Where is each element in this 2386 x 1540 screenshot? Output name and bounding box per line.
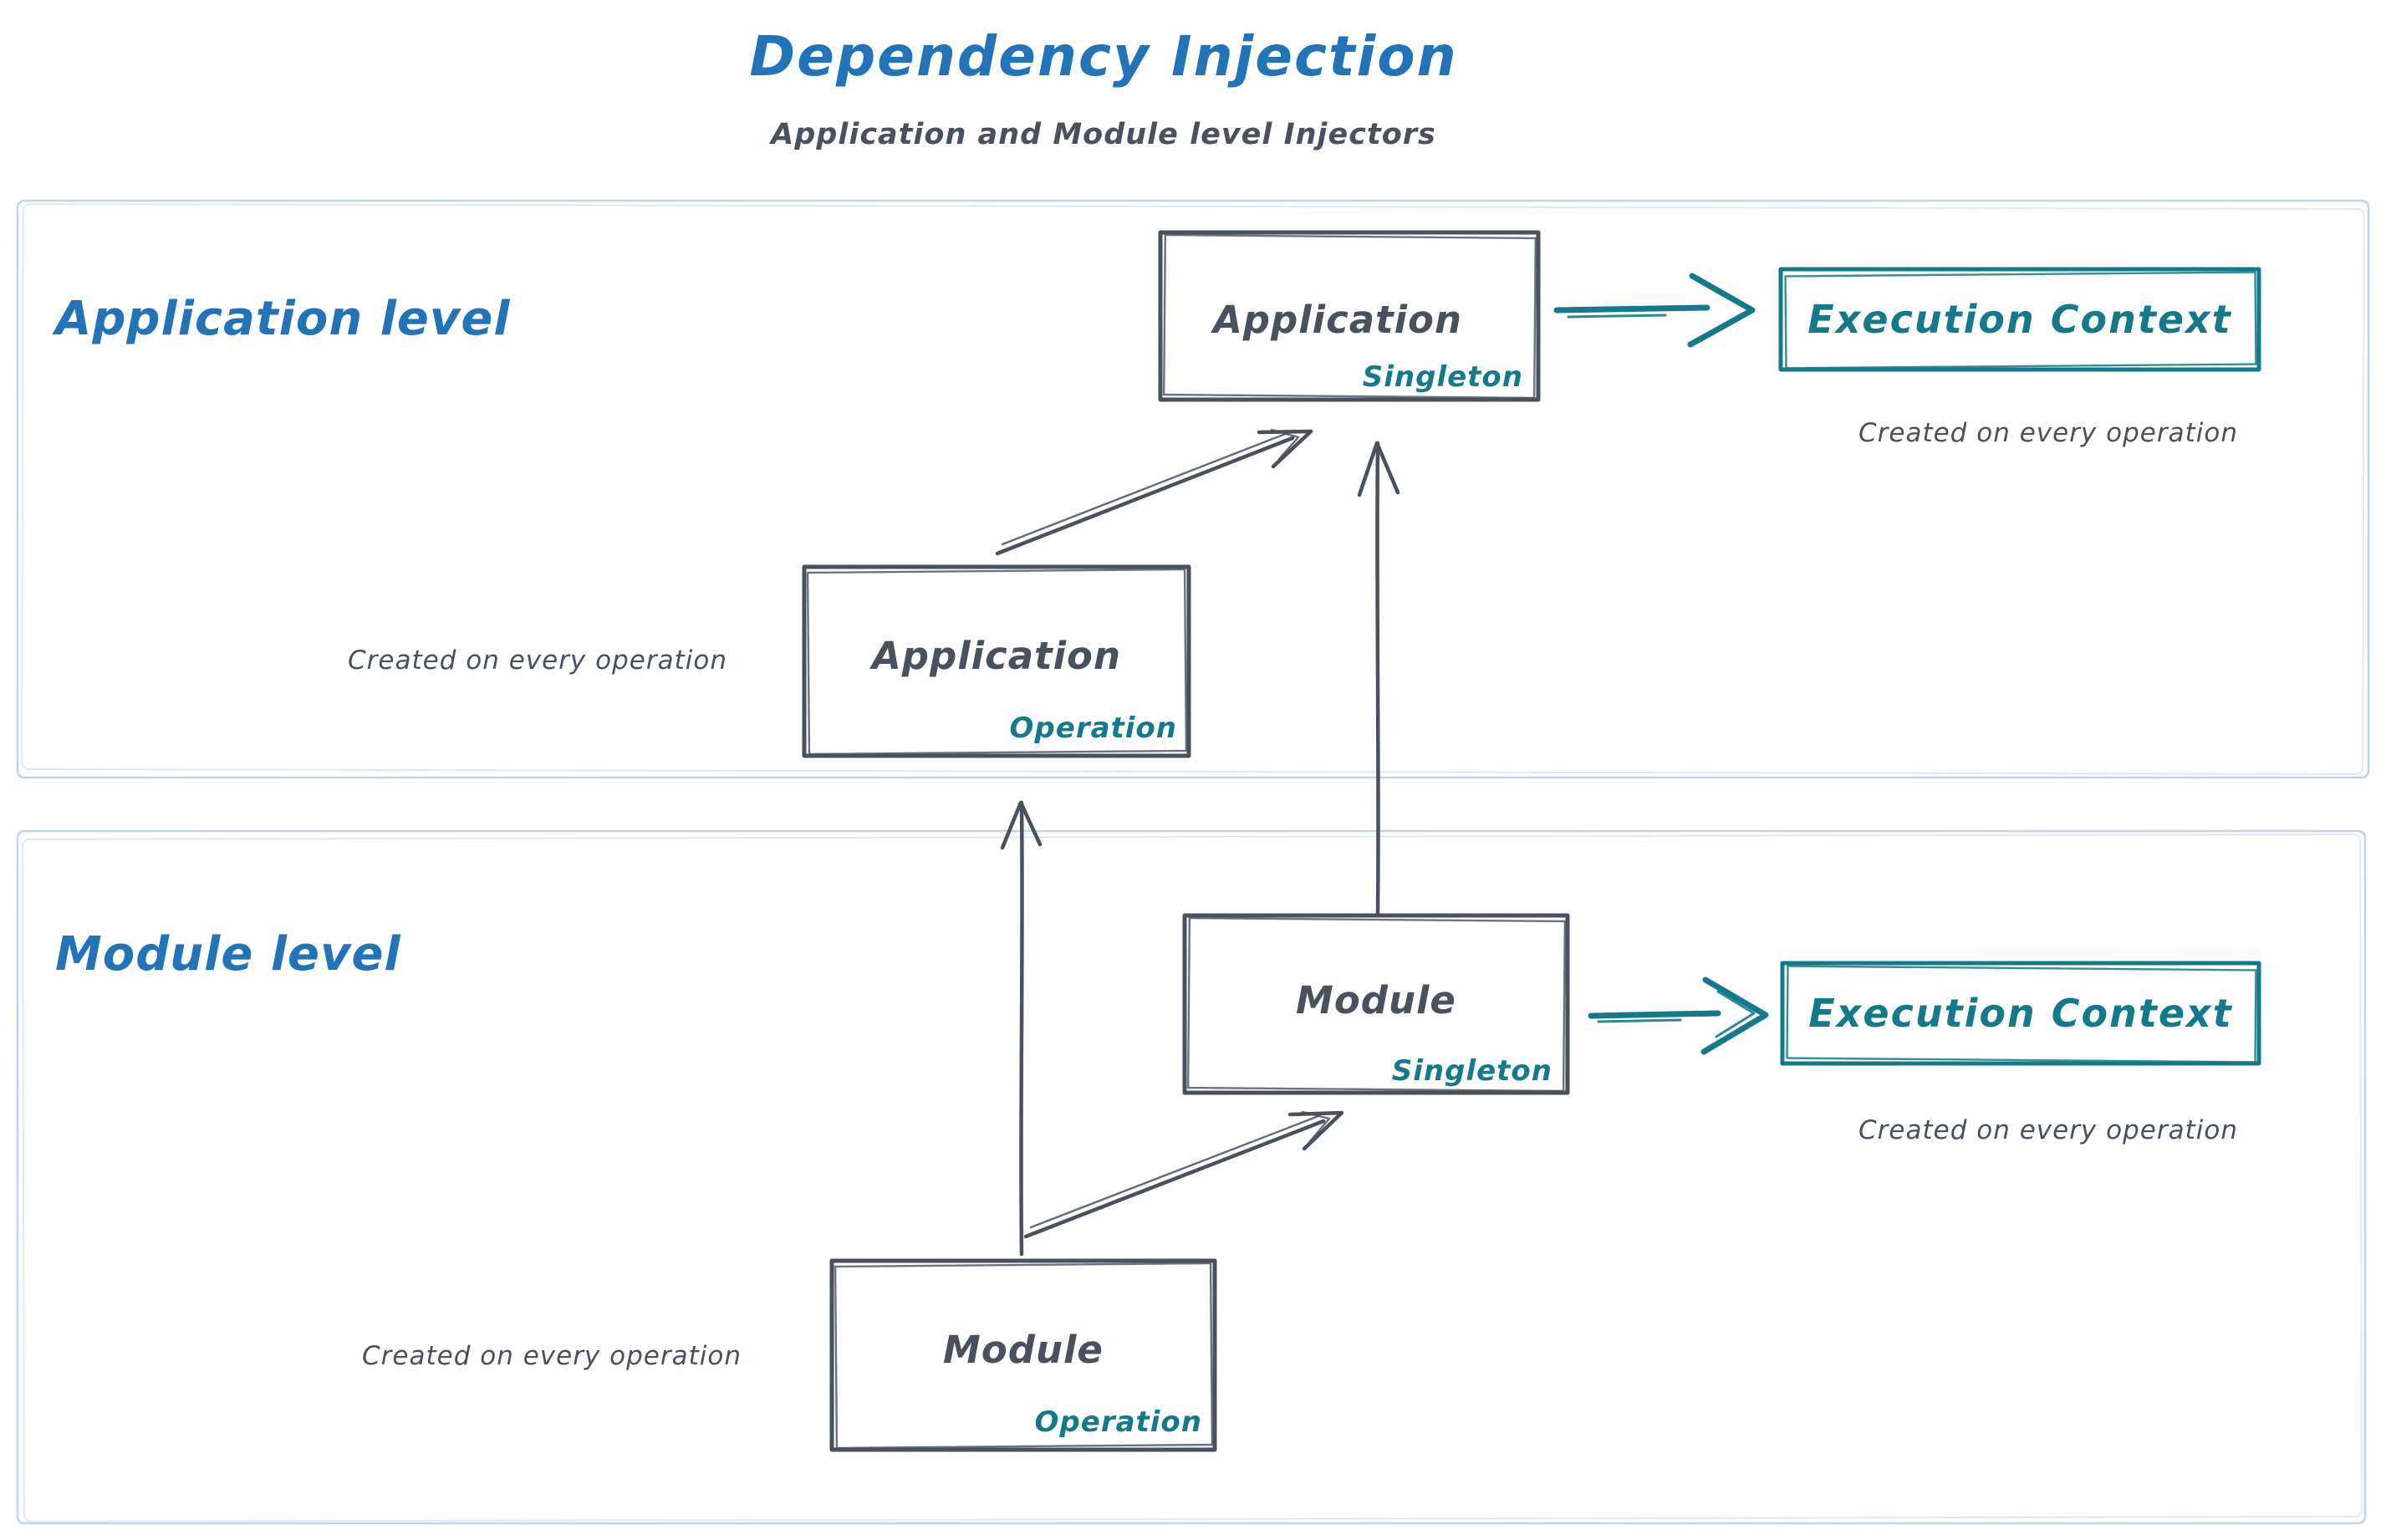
node-module-operation: Module Operation xyxy=(829,1258,1217,1452)
exec-context-app-box xyxy=(1778,267,2261,372)
region-module: Module level xyxy=(16,829,2367,1525)
exec-context-app-box-sketch xyxy=(1784,271,2257,370)
app-singleton-badge: Singleton xyxy=(1363,360,1523,394)
node-exec-context-module: Execution Context xyxy=(1780,961,2261,1066)
exec-context-app-title: Execution Context xyxy=(1807,297,2231,342)
exec-context-app-caption: Created on every operation xyxy=(1858,418,2238,448)
application-region-frame-sketch xyxy=(21,203,2365,775)
app-singleton-box xyxy=(1158,230,1541,402)
app-operation-box-sketch xyxy=(806,568,1188,756)
region-application: Application level xyxy=(16,199,2370,779)
node-exec-context-app: Execution Context xyxy=(1778,267,2261,372)
module-singleton-box-sketch xyxy=(1186,916,1567,1093)
node-app-operation: Application Operation xyxy=(802,564,1191,758)
app-singleton-box-sketch xyxy=(1162,233,1537,400)
app-operation-caption: Created on every operation xyxy=(348,645,727,676)
module-singleton-title: Module xyxy=(1296,978,1456,1022)
module-operation-box-sketch xyxy=(834,1262,1214,1450)
exec-context-module-title: Execution Context xyxy=(1808,991,2232,1036)
module-singleton-badge: Singleton xyxy=(1392,1054,1552,1088)
module-region-frame-sketch xyxy=(22,834,2363,1522)
exec-context-module-box-sketch xyxy=(1786,965,2257,1063)
application-region-label: Application level xyxy=(52,292,511,346)
node-app-singleton: Application Singleton xyxy=(1158,230,1541,402)
module-region-label: Module level xyxy=(55,927,401,982)
app-operation-box xyxy=(802,564,1191,758)
page-title: Dependency Injection xyxy=(749,24,1457,89)
module-operation-title: Module xyxy=(943,1328,1104,1372)
application-region-frame xyxy=(16,199,2370,779)
module-region-frame xyxy=(16,829,2367,1525)
module-singleton-box xyxy=(1182,913,1570,1095)
arrow-module-singleton-to-execution-context xyxy=(1588,977,1769,1055)
arrow-app-singleton-to-execution-context xyxy=(1553,273,1756,348)
exec-context-module-caption: Created on every operation xyxy=(1858,1115,2238,1145)
exec-context-module-box xyxy=(1780,961,2261,1066)
arrow-module-singleton-to-app-singleton xyxy=(1357,441,1400,915)
arrow-module-operation-to-app-operation xyxy=(1000,800,1043,1257)
node-module-singleton: Module Singleton xyxy=(1182,913,1570,1095)
module-operation-box xyxy=(829,1258,1217,1452)
module-operation-badge: Operation xyxy=(1035,1405,1202,1439)
arrow-module-operation-to-module-singleton xyxy=(1023,1110,1344,1239)
app-operation-badge: Operation xyxy=(1010,711,1177,745)
page-subtitle: Application and Module level Injectors xyxy=(768,118,1436,151)
app-operation-title: Application xyxy=(869,634,1121,678)
app-singleton-title: Application xyxy=(1211,298,1462,342)
arrow-app-operation-to-app-singleton xyxy=(995,428,1313,556)
module-operation-caption: Created on every operation xyxy=(362,1341,742,1371)
